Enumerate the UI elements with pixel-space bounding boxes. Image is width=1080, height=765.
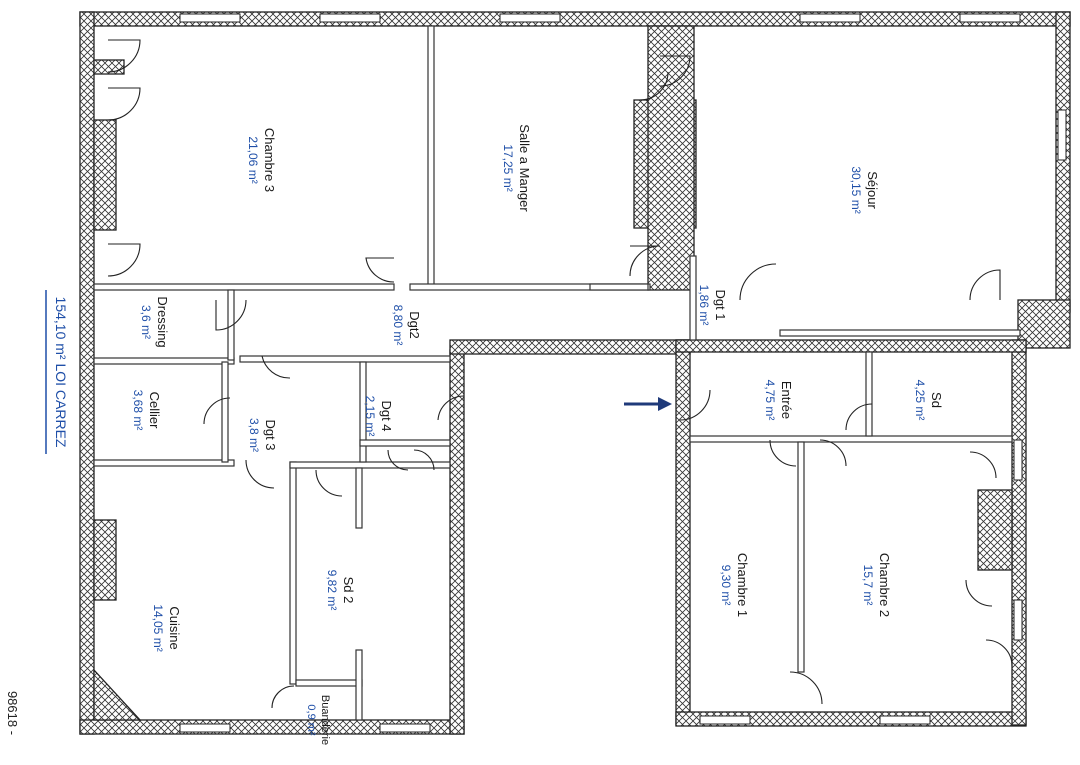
room-label-dgt3: Dgt 3 3,8 m²: [247, 418, 278, 452]
room-name: Chambre 2: [877, 553, 892, 617]
room-label-dressing: Dressing 3,6 m²: [139, 296, 170, 347]
room-label-chambre-1: Chambre 1 9,30 m²: [719, 553, 750, 617]
room-name: Sd: [929, 392, 944, 408]
room-area: 3,68 m²: [131, 390, 145, 431]
reference-label: 98618 -: [5, 691, 20, 735]
entrance-arrow-icon: [624, 397, 672, 411]
room-name: Entrée: [779, 381, 794, 419]
room-label-dgt1: Dgt 1 1,86 m²: [697, 285, 728, 326]
room-label-dgt4: Dgt 4 2,15 m²: [363, 396, 394, 437]
room-name: Cuisine: [167, 606, 182, 649]
room-label-chambre-3: Chambre 3 21,06 m²: [246, 128, 277, 192]
windows: [179, 13, 1067, 733]
room-area: 3,6 m²: [139, 305, 153, 339]
partition-walls: [93, 25, 1021, 721]
room-area: 21,06 m²: [246, 136, 260, 183]
room-area: 17,25 m²: [501, 144, 515, 191]
room-area: 8,80 m²: [391, 305, 405, 346]
room-label-sejour: Séjour 30,15 m²: [849, 166, 880, 213]
room-name: Dgt 1: [713, 289, 728, 320]
room-name: Dgt2: [407, 311, 422, 338]
room-label-salle-a-manger: Salle a Manger 17,25 m²: [501, 124, 532, 212]
room-area: 1,86 m²: [697, 285, 711, 326]
room-label-entree: Entrée 4,75 m²: [763, 380, 794, 421]
room-name: Dressing: [155, 296, 170, 347]
room-area: 2,15 m²: [363, 396, 377, 437]
room-label-dgt2: Dgt2 8,80 m²: [391, 305, 422, 346]
doors: [107, 39, 1013, 709]
room-label-cellier: Cellier 3,68 m²: [131, 390, 162, 431]
room-name: Séjour: [865, 171, 880, 209]
room-name: Dgt 4: [379, 400, 394, 431]
room-area: 0,9 m²: [305, 704, 317, 736]
room-area: 9,82 m²: [325, 570, 339, 611]
room-name: Salle a Manger: [517, 124, 532, 212]
total-area: 154,10 m² LOI CARREZ: [53, 297, 69, 448]
room-area: 30,15 m²: [849, 166, 863, 213]
room-name: Chambre 3: [262, 128, 277, 192]
room-name: Sd 2: [341, 577, 356, 604]
room-label-sd2: Sd 2 9,82 m²: [325, 570, 356, 611]
room-area: 14,05 m²: [151, 604, 165, 651]
reference-number: 98618 -: [5, 691, 20, 735]
room-area: 4,75 m²: [763, 380, 777, 421]
room-label-buanderie: Buanderie 0,9 m²: [305, 695, 331, 745]
room-name: Cellier: [147, 392, 162, 430]
room-name: Dgt 3: [263, 419, 278, 450]
room-name: Buanderie: [319, 695, 331, 745]
room-label-chambre-2: Chambre 2 15,7 m²: [861, 553, 892, 617]
total-area-label: 154,10 m² LOI CARREZ: [45, 290, 69, 454]
room-label-cuisine: Cuisine 14,05 m²: [151, 604, 182, 651]
room-area: 3,8 m²: [247, 418, 261, 452]
room-label-sd: Sd 4,25 m²: [913, 380, 944, 421]
room-area: 4,25 m²: [913, 380, 927, 421]
room-name: Chambre 1: [735, 553, 750, 617]
room-area: 15,7 m²: [861, 565, 875, 606]
room-area: 9,30 m²: [719, 565, 733, 606]
